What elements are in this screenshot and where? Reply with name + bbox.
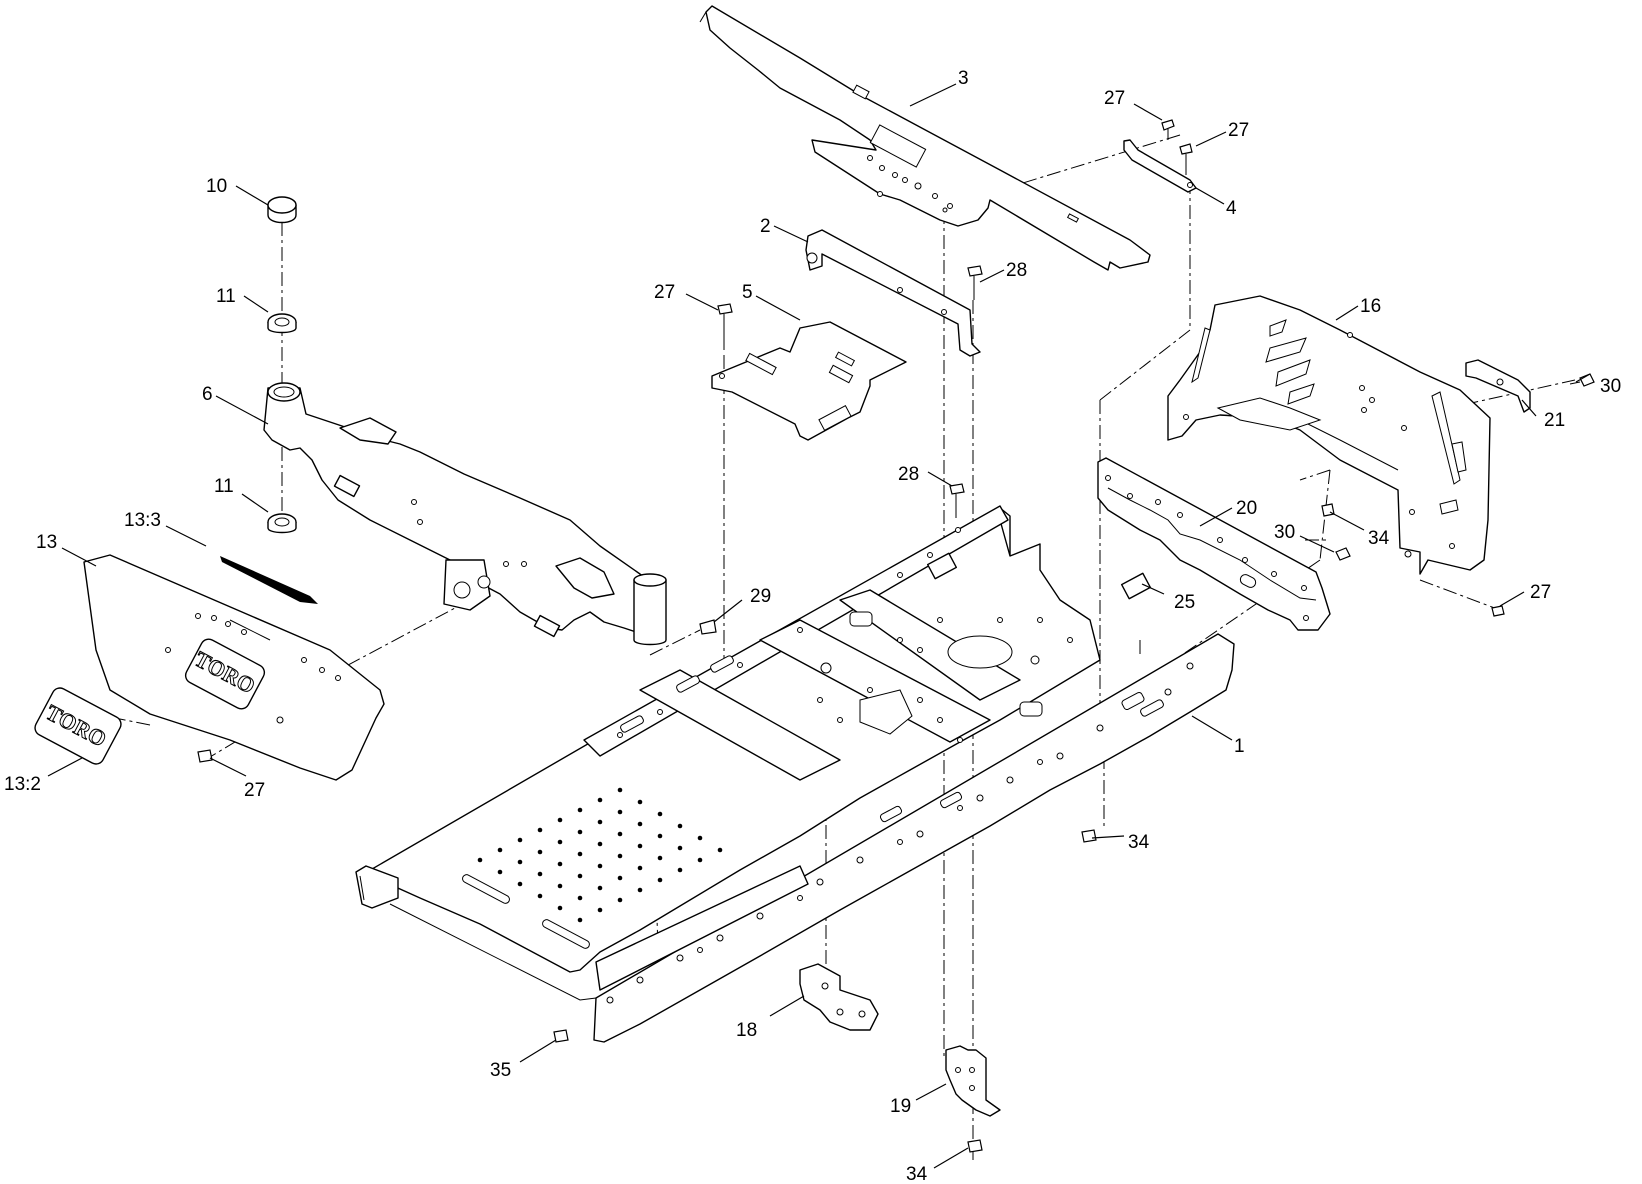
callout-25: 25	[1174, 592, 1195, 613]
part-3-upper-plate	[699, 5, 1151, 271]
callout-20: 20	[1236, 498, 1257, 519]
bolt-27-seat	[717, 303, 733, 350]
callout-27-top-left: 27	[1104, 88, 1125, 109]
part-20-rear-plate	[1097, 457, 1331, 631]
callout-21: 21	[1544, 410, 1565, 431]
callout-27-right: 27	[1530, 582, 1551, 603]
floor-hole-pattern	[477, 787, 723, 923]
callout-35: 35	[490, 1060, 511, 1081]
callout-30-mid: 30	[1274, 522, 1295, 543]
part-13-front-cover: TORO	[83, 554, 385, 781]
callout-4: 4	[1226, 198, 1237, 219]
callout-2: 2	[760, 216, 771, 237]
fasteners	[197, 119, 1595, 1153]
bolt-30-mid	[1335, 547, 1351, 561]
part-11-upper-bearing	[267, 313, 297, 334]
bolt-27-top-1	[1161, 119, 1175, 140]
callout-1: 1	[1234, 736, 1245, 757]
part-21-side-bracket	[1465, 359, 1531, 413]
callout-34-mid: 34	[1128, 832, 1150, 853]
part-5-seat-plate	[711, 321, 907, 441]
nut-35	[553, 1029, 569, 1043]
callout-28-mid: 28	[898, 464, 919, 485]
part-6-front-axle	[263, 382, 667, 646]
callout-27-front: 27	[244, 780, 265, 801]
callout-5: 5	[742, 282, 753, 303]
callout-29: 29	[750, 586, 771, 607]
callout-27-top-right: 27	[1228, 120, 1249, 141]
bolt-27-right	[1491, 605, 1505, 617]
part-18-lower-bracket	[799, 963, 879, 1031]
callout-18: 18	[736, 1020, 757, 1041]
callout-34-upper: 34	[1368, 528, 1390, 549]
callout-13-2: 13:2	[4, 774, 41, 795]
part-10-dust-cap	[267, 196, 297, 224]
callout-11-upper: 11	[216, 286, 236, 307]
callout-16: 16	[1360, 296, 1381, 317]
part-1-main-frame	[355, 505, 1235, 1043]
callout-labels: 3 27 27 4 10 2 28 11 27 5 16 30 6 21 11 …	[4, 68, 1621, 1184]
nut-34-bottom	[967, 1139, 983, 1153]
bolt-28-mid	[949, 483, 965, 518]
callout-13: 13	[36, 532, 57, 553]
callout-28-top: 28	[1006, 260, 1027, 281]
bolt-28-top	[967, 265, 983, 300]
callout-10: 10	[206, 176, 227, 197]
nut-34-mid	[1081, 829, 1097, 843]
bolt-27-top-2	[1179, 143, 1193, 175]
callout-3: 3	[958, 68, 969, 89]
callout-19: 19	[890, 1096, 911, 1117]
part-13-2-toro-decal: TORO	[34, 687, 122, 765]
part-16-rear-shroud	[1167, 295, 1491, 575]
callout-30-side: 30	[1600, 376, 1621, 397]
part-2-long-bracket	[805, 229, 981, 357]
bolt-29	[699, 619, 717, 635]
part-13-3-decal-strip	[220, 556, 318, 604]
callout-34-bottom: 34	[906, 1164, 928, 1184]
callout-6: 6	[202, 384, 213, 405]
callout-27-seat: 27	[654, 282, 675, 303]
callout-13-3: 13:3	[124, 510, 161, 531]
leader-lines	[47, 83, 1591, 1169]
part-19-lower-bracket	[945, 1045, 1001, 1117]
bolt-27-front	[197, 749, 213, 763]
nut-34-upper	[1321, 503, 1335, 517]
callout-11-lower: 11	[214, 476, 234, 497]
part-11-lower-bearing	[267, 513, 297, 534]
